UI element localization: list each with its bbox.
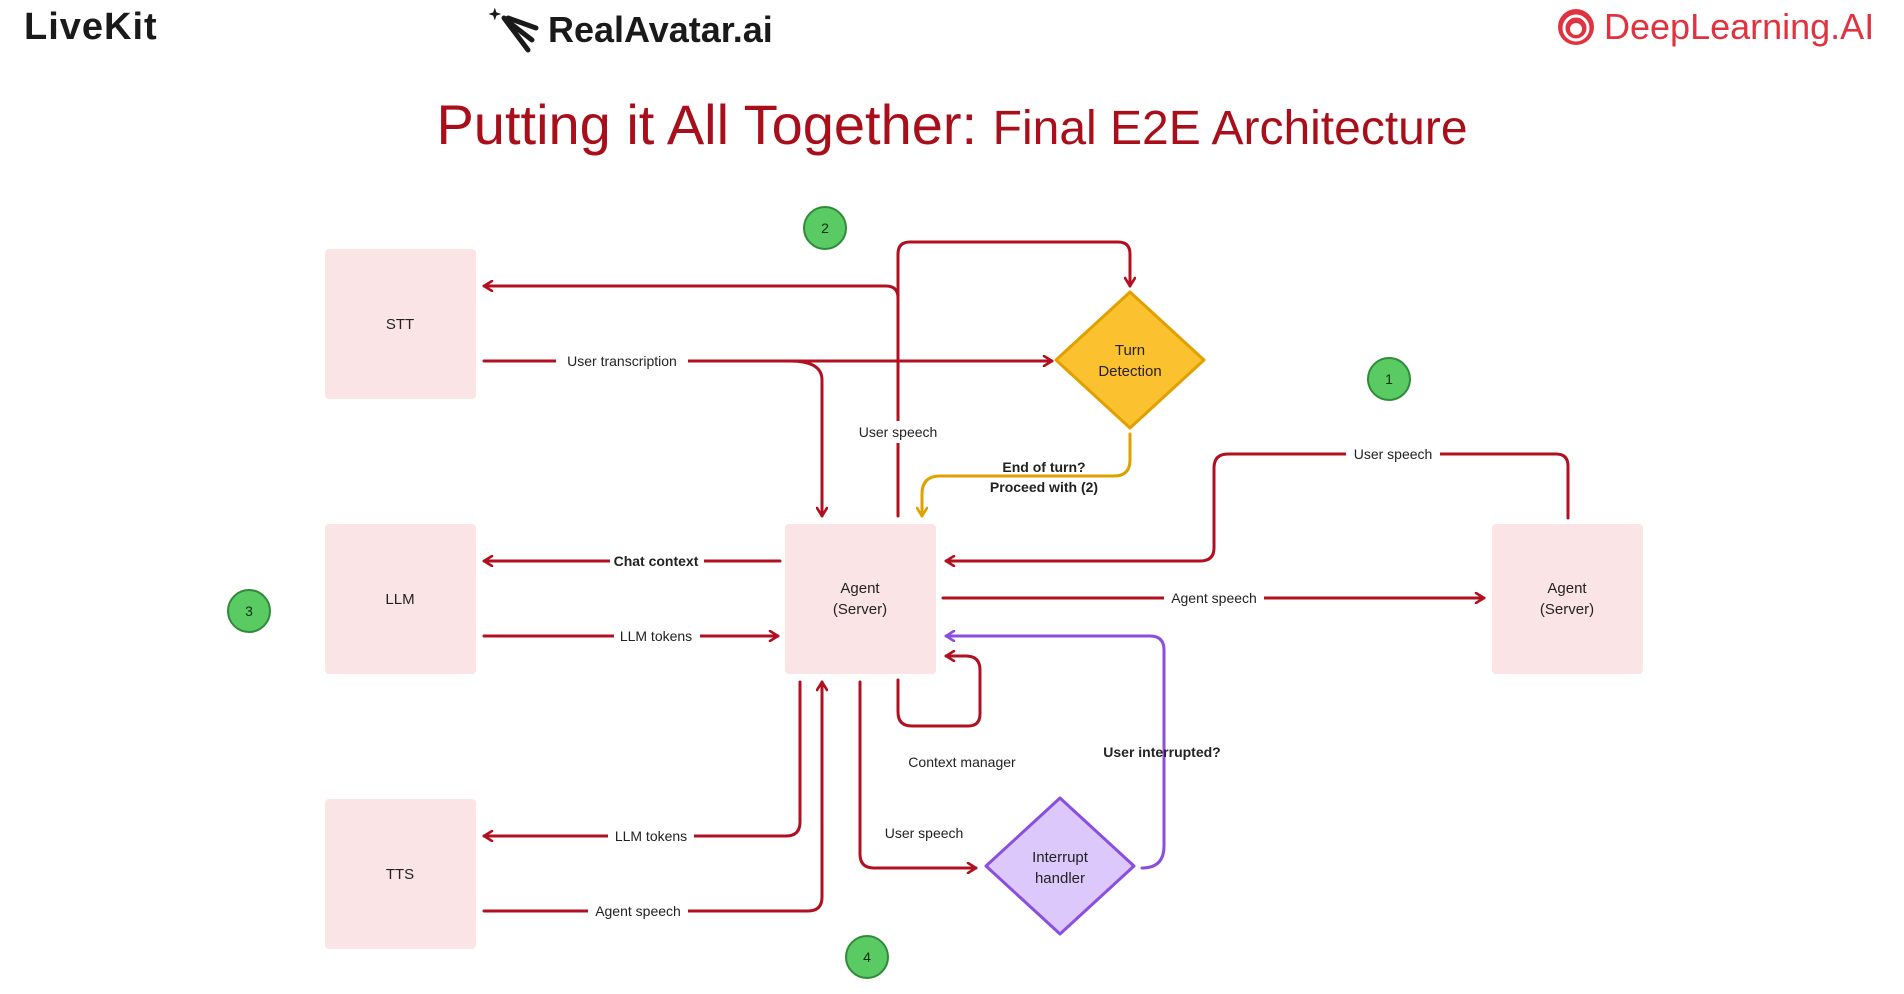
- agent-server-remote-box: [1492, 524, 1643, 674]
- agent-server-label-line1: Agent: [840, 580, 880, 597]
- edge-right-agent-to-agent: [944, 452, 1570, 561]
- edge-turn-detection-to-agent: [922, 432, 1132, 518]
- edge-context-manager-loop: [896, 656, 982, 728]
- title-main: Putting it All Together:: [436, 93, 993, 156]
- deeplearning-logo-text: DeepLearning.AI: [1604, 6, 1875, 47]
- turn-detection-label-line2: Detection: [1098, 363, 1161, 380]
- realavatar-logo: RealAvatar.ai: [488, 6, 773, 54]
- label-context-manager: Context manager: [908, 754, 1016, 770]
- label-chat-context: Chat context: [614, 553, 699, 569]
- turn-detection-label-line1: Turn: [1115, 342, 1145, 359]
- llm-label: LLM: [385, 591, 414, 608]
- deeplearning-logo: DeepLearning.AI: [1556, 6, 1874, 48]
- stt-label: STT: [386, 316, 414, 333]
- interrupt-handler-diamond: [984, 796, 1136, 936]
- page-title: Putting it All Together: Final E2E Archi…: [0, 92, 1904, 157]
- tts-box: [325, 799, 476, 949]
- label-agent-speech-tts: Agent speech: [595, 903, 681, 919]
- step-badge-3: [227, 589, 271, 633]
- step-badge-4: [845, 935, 889, 979]
- edge-agent-to-interrupt-handler: [858, 680, 978, 868]
- turn-detection-diamond: [1054, 290, 1206, 430]
- edge-agent-to-tts: [482, 680, 802, 836]
- interrupt-handler-label-line1: Interrupt: [1032, 849, 1089, 866]
- edge-agent-to-stt: [482, 286, 900, 518]
- livekit-logo: LiveKit: [24, 6, 158, 49]
- agent-server-remote-label-line2: (Server): [1540, 601, 1594, 618]
- step-badge-4-label: 4: [863, 949, 871, 965]
- label-user-speech-bottom: User speech: [885, 825, 964, 841]
- step-badge-2-label: 2: [821, 220, 829, 236]
- agent-server-label-line2: (Server): [833, 601, 887, 618]
- label-end-of-turn-line1: End of turn?: [1002, 459, 1085, 475]
- step-badge-1: [1367, 357, 1411, 401]
- llm-box: [325, 524, 476, 674]
- label-user-interrupted: User interrupted?: [1103, 744, 1220, 760]
- step-badge-1-label: 1: [1385, 371, 1393, 387]
- realavatar-mark-icon: [488, 7, 539, 53]
- step-badge-2: [803, 206, 847, 250]
- edge-tts-to-agent: [482, 680, 822, 913]
- label-user-speech-center: User speech: [859, 424, 938, 440]
- livekit-logo-text: LiveKit: [24, 6, 158, 48]
- edge-agent-to-turn-detection: [896, 240, 1130, 300]
- label-user-speech-right: User speech: [1354, 446, 1433, 462]
- label-user-transcription: User transcription: [567, 353, 677, 369]
- agent-server-remote-label-line1: Agent: [1547, 580, 1587, 597]
- edge-stt-to-agent: [788, 359, 822, 518]
- label-llm-tokens-llm: LLM tokens: [620, 628, 692, 644]
- agent-server-box: [785, 524, 936, 674]
- edge-interrupt-handler-to-agent: [944, 636, 1166, 870]
- label-agent-speech-right: Agent speech: [1171, 590, 1257, 606]
- deeplearning-mark-icon: [1558, 9, 1594, 45]
- realavatar-logo-text: RealAvatar.ai: [548, 9, 773, 50]
- tts-label: TTS: [386, 866, 414, 883]
- stt-box: [325, 249, 476, 399]
- label-llm-tokens-tts: LLM tokens: [615, 828, 687, 844]
- label-end-of-turn-line2: Proceed with (2): [990, 479, 1098, 495]
- title-sub: Final E2E Architecture: [992, 102, 1468, 155]
- step-badge-3-label: 3: [245, 603, 253, 619]
- interrupt-handler-label-line2: handler: [1035, 870, 1085, 887]
